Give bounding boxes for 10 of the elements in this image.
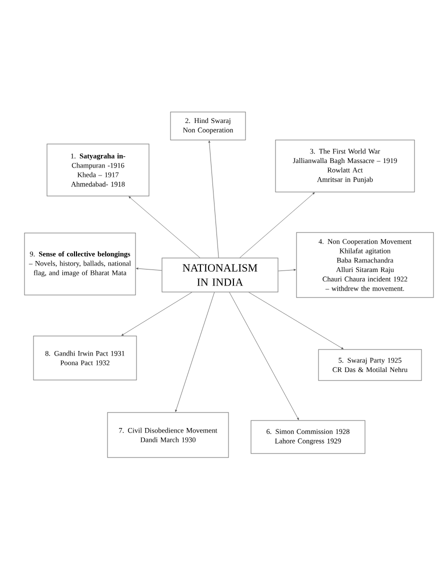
arrow [278,268,296,272]
arrow [248,292,344,350]
title-box: NATIONALISM IN INDIA [162,258,278,292]
arrow [175,292,215,412]
arrow [121,292,192,336]
arrow [136,268,162,271]
arrow [208,140,219,258]
arrow [240,192,315,258]
arrow [229,292,299,420]
arrow [128,196,200,258]
